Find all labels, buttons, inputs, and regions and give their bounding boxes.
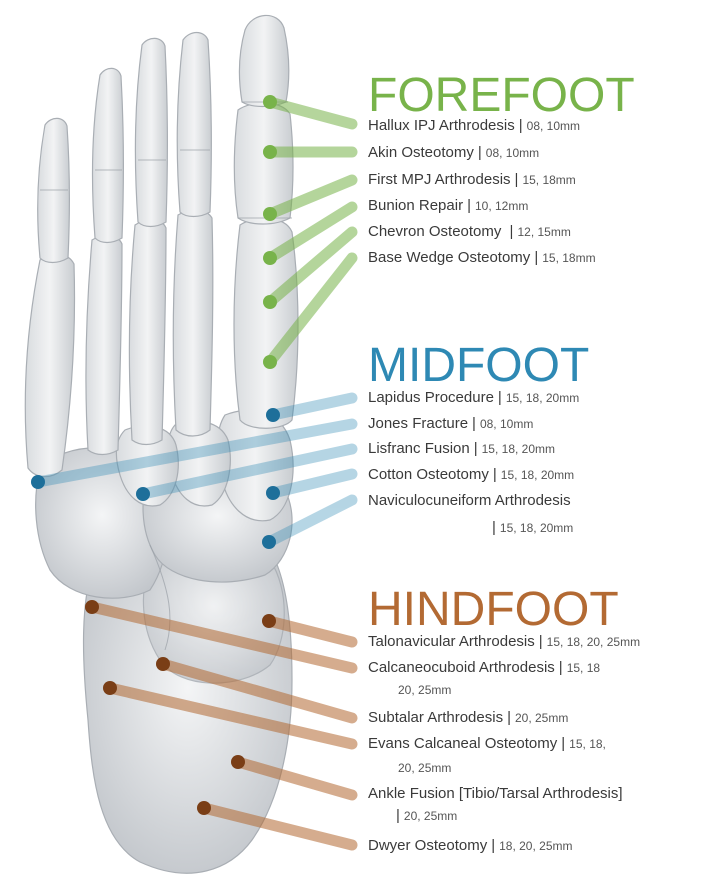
item-sizes: 15, 18, 20, 25mm — [547, 635, 640, 649]
metatarsal-3 — [129, 220, 166, 444]
forefoot-item-1: Hallux IPJ Arthrodesis| 08, 10mm — [368, 118, 580, 133]
hallux-distal-phalanx — [239, 15, 288, 106]
separator: | — [467, 197, 471, 214]
item-name: Naviculocuneiform Arthrodesis — [368, 492, 571, 509]
item-name: Talonavicular Arthrodesis — [368, 633, 535, 650]
hindfoot-item-2: Calcaneocuboid Arthrodesis| 15, 18 — [368, 660, 600, 675]
item-name: Dwyer Osteotomy — [368, 837, 487, 854]
separator: | — [539, 633, 543, 650]
midfoot-heading: MIDFOOT — [368, 342, 589, 390]
toe4-phalanges — [92, 68, 123, 242]
toe2-phalanges — [177, 33, 211, 217]
item-sizes: 15, 18mm — [522, 173, 575, 187]
forefoot-item-5: Chevron Osteotomy | 12, 15mm — [368, 224, 571, 239]
hindfoot-item-5-sizes: | 20, 25mm — [392, 808, 457, 823]
hindfoot-item-2-sizes-cont: 20, 25mm — [398, 684, 451, 696]
midfoot-item-5-sizes: | 15, 18, 20mm — [488, 520, 573, 535]
separator: | — [478, 144, 482, 161]
item-sizes: 15, 18, 20mm — [500, 521, 573, 535]
separator: | — [474, 440, 478, 457]
item-sizes: 08, 10mm — [480, 417, 533, 431]
item-name: Subtalar Arthrodesis — [368, 709, 503, 726]
separator: | — [507, 709, 511, 726]
item-sizes: 15, 18mm — [542, 251, 595, 265]
midfoot-item-3: Lisfranc Fusion| 15, 18, 20mm — [368, 441, 555, 456]
item-name: Akin Osteotomy — [368, 144, 474, 161]
separator: | — [493, 466, 497, 483]
item-sizes: 10, 12mm — [475, 199, 528, 213]
item-sizes: 18, 20, 25mm — [499, 839, 572, 853]
forefoot-item-4: Bunion Repair| 10, 12mm — [368, 198, 528, 213]
item-sizes: 20, 25mm — [515, 711, 568, 725]
metatarsal-5 — [25, 254, 74, 476]
hindfoot-item-4: Evans Calcaneal Osteotomy| 15, 18, — [368, 736, 606, 751]
forefoot-item-2: Akin Osteotomy| 08, 10mm — [368, 145, 539, 160]
item-name: Evans Calcaneal Osteotomy — [368, 735, 557, 752]
item-name: First MPJ Arthrodesis — [368, 171, 511, 188]
item-name: Bunion Repair — [368, 197, 463, 214]
item-name: Chevron Osteotomy — [368, 223, 501, 240]
item-sizes: 12, 15mm — [517, 225, 570, 239]
item-name: Lapidus Procedure — [368, 389, 494, 406]
midfoot-item-1: Lapidus Procedure| 15, 18, 20mm — [368, 390, 579, 405]
item-sizes: 15, 18, 20mm — [501, 468, 574, 482]
hindfoot-item-3: Subtalar Arthrodesis| 20, 25mm — [368, 710, 568, 725]
midfoot-item-4: Cotton Osteotomy| 15, 18, 20mm — [368, 467, 574, 482]
item-sizes: 15, 18, — [569, 737, 606, 751]
separator: | — [472, 415, 476, 432]
separator: | — [505, 223, 513, 240]
metatarsal-4 — [86, 236, 122, 455]
metatarsal-2 — [173, 210, 213, 436]
item-name: Lisfranc Fusion — [368, 440, 470, 457]
midfoot-item-2: Jones Fracture| 08, 10mm — [368, 416, 533, 431]
item-name: Hallux IPJ Arthrodesis — [368, 117, 515, 134]
separator: | — [561, 735, 565, 752]
item-sizes: 15, 18, 20mm — [482, 442, 555, 456]
separator: | — [396, 807, 400, 824]
separator: | — [534, 249, 538, 266]
hindfoot-heading: HINDFOOT — [368, 586, 619, 634]
item-sizes: 15, 18, 20mm — [506, 391, 579, 405]
separator: | — [492, 519, 496, 536]
separator: | — [515, 171, 519, 188]
hindfoot-item-4-sizes-cont: 20, 25mm — [398, 762, 451, 774]
item-name: Base Wedge Osteotomy — [368, 249, 530, 266]
forefoot-heading: FOREFOOT — [368, 72, 635, 120]
item-sizes: 15, 18 — [567, 661, 600, 675]
item-name: Jones Fracture — [368, 415, 468, 432]
hindfoot-item-6: Dwyer Osteotomy| 18, 20, 25mm — [368, 838, 572, 853]
separator: | — [498, 389, 502, 406]
item-sizes: 08, 10mm — [486, 146, 539, 160]
item-sizes: 20, 25mm — [404, 809, 457, 823]
separator: | — [491, 837, 495, 854]
forefoot-item-3: First MPJ Arthrodesis|15, 18mm — [368, 172, 576, 187]
item-name: Ankle Fusion [Tibio/Tarsal Arthrodesis] — [368, 785, 623, 802]
hindfoot-item-5: Ankle Fusion [Tibio/Tarsal Arthrodesis] — [368, 786, 623, 801]
forefoot-item-6: Base Wedge Osteotomy| 15, 18mm — [368, 250, 596, 265]
midfoot-item-5: Naviculocuneiform Arthrodesis — [368, 493, 571, 508]
hindfoot-item-1: Talonavicular Arthrodesis| 15, 18, 20, 25… — [368, 634, 640, 649]
separator: | — [519, 117, 523, 134]
item-name: Cotton Osteotomy — [368, 466, 489, 483]
separator: | — [559, 659, 563, 676]
toe3-phalanges — [135, 38, 167, 226]
item-sizes: 08, 10mm — [527, 119, 580, 133]
item-name: Calcaneocuboid Arthrodesis — [368, 659, 555, 676]
